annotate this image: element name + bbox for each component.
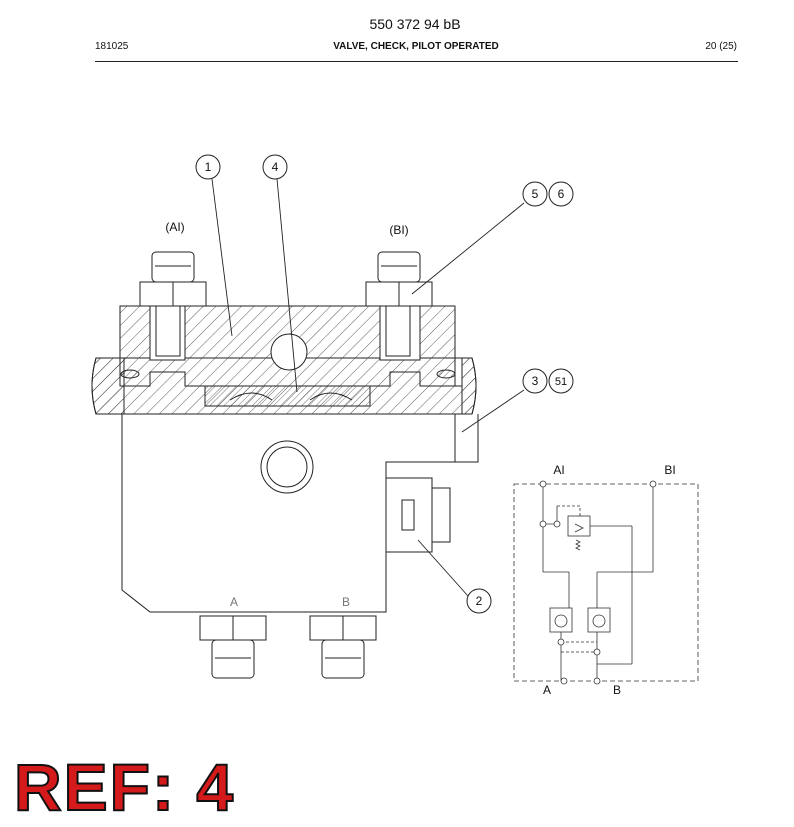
callout-text-5: 5 <box>532 187 539 201</box>
document-number: 550 372 94 bB <box>369 16 461 32</box>
body-port-inner <box>266 446 308 488</box>
callout-text-4: 4 <box>272 160 279 174</box>
callout-5 <box>522 181 548 207</box>
leader-lines <box>211 178 525 597</box>
callout-3 <box>522 368 548 394</box>
side-fitting <box>385 477 451 553</box>
document-title: VALVE, CHECK, PILOT OPERATED <box>333 41 499 52</box>
header-divider <box>95 61 738 62</box>
page-number: 20 (25) <box>705 41 737 52</box>
date-code: 181025 <box>95 41 129 52</box>
fitting-b <box>309 615 377 679</box>
fitting-bi <box>365 251 433 357</box>
port-label-ai: (AI) <box>165 220 184 234</box>
port-label-a: A <box>230 595 238 609</box>
hydraulic-schematic <box>513 480 699 685</box>
callout-2 <box>466 588 492 614</box>
schematic-label-bi: BI <box>664 463 675 477</box>
fitting-a <box>199 615 267 679</box>
callout-text-2: 2 <box>476 594 483 608</box>
callout-text-3: 3 <box>532 374 539 388</box>
check-valve-a-symbol <box>549 607 573 633</box>
check-valve-b-symbol <box>587 607 611 633</box>
callout-51 <box>548 368 574 394</box>
schematic-label-a: A <box>543 683 551 697</box>
callout-text-6: 6 <box>558 187 565 201</box>
schematic-frame <box>513 483 699 682</box>
callout-1 <box>195 154 221 180</box>
callout-6 <box>548 181 574 207</box>
reference-stamp: REF: 4 <box>13 750 236 824</box>
callout-4 <box>262 154 288 180</box>
callout-text-1: 1 <box>205 160 212 174</box>
body-port-outer <box>260 440 314 494</box>
fitting-ai <box>139 251 207 357</box>
callout-text-51: 51 <box>555 376 567 388</box>
port-label-b: B <box>342 595 350 609</box>
schematic-label-ai: AI <box>553 463 564 477</box>
piston <box>204 386 371 407</box>
port-label-bi: (BI) <box>389 223 408 237</box>
schematic-label-b: B <box>613 683 621 697</box>
